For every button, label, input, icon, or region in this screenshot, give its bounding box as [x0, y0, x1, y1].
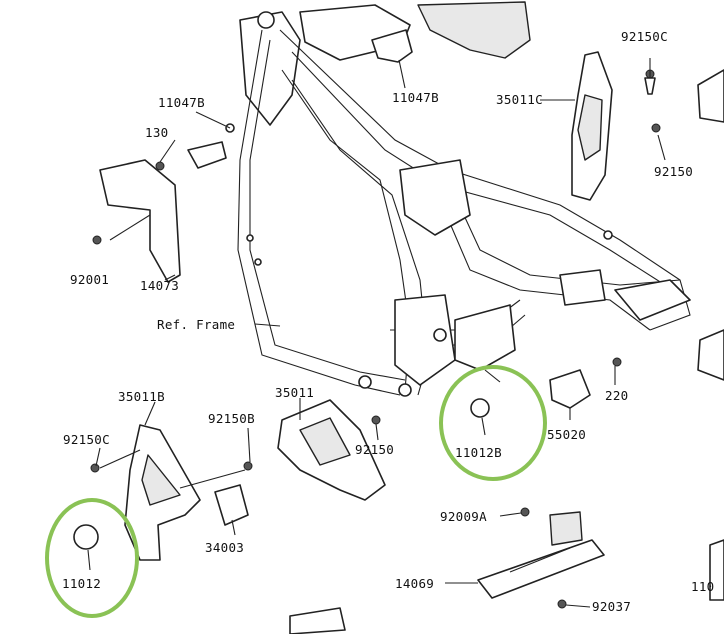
label-130: 130 [145, 125, 169, 140]
label-92009a: 92009A [440, 509, 487, 524]
bracket-35011c [571, 51, 724, 201]
label-92150-right: 92150 [654, 164, 694, 179]
label-92037: 92037 [592, 599, 632, 614]
label-14069: 14069 [395, 576, 435, 591]
highlight-circles [45, 365, 547, 618]
label-92001: 92001 [70, 272, 110, 287]
label-34003: 34003 [205, 540, 245, 555]
label-ref-frame: Ref. Frame [157, 317, 236, 332]
label-11012: 11012 [62, 576, 102, 591]
label-edge-cut: 110 [691, 579, 715, 594]
label-92150-mid: 92150 [355, 442, 395, 457]
label-35011: 35011 [275, 385, 315, 400]
label-14073: 14073 [140, 278, 180, 293]
grommet-55020-parts [470, 329, 724, 418]
label-220: 220 [605, 388, 629, 403]
highlight-ring-11012 [45, 498, 139, 618]
label-92150c-top: 92150C [621, 29, 668, 44]
label-11047b-top: 11047B [392, 90, 439, 105]
label-35011c: 35011C [496, 92, 543, 107]
upper-cover-parts [299, 1, 531, 63]
label-92150c-left: 92150C [63, 432, 110, 447]
leader-lines [87, 58, 666, 608]
label-55020: 55020 [547, 427, 587, 442]
bracket-35011b [73, 424, 201, 561]
highlight-ring-11012b [439, 365, 547, 481]
bracket-14073 [92, 141, 227, 283]
label-92150b: 92150B [208, 411, 255, 426]
label-11012b: 11012B [455, 445, 502, 460]
label-11047b-left: 11047B [158, 95, 205, 110]
bracket-35011 [214, 399, 386, 526]
label-35011b: 35011B [118, 389, 165, 404]
frame-drawing [225, 11, 691, 397]
plate-14069 [289, 507, 724, 634]
